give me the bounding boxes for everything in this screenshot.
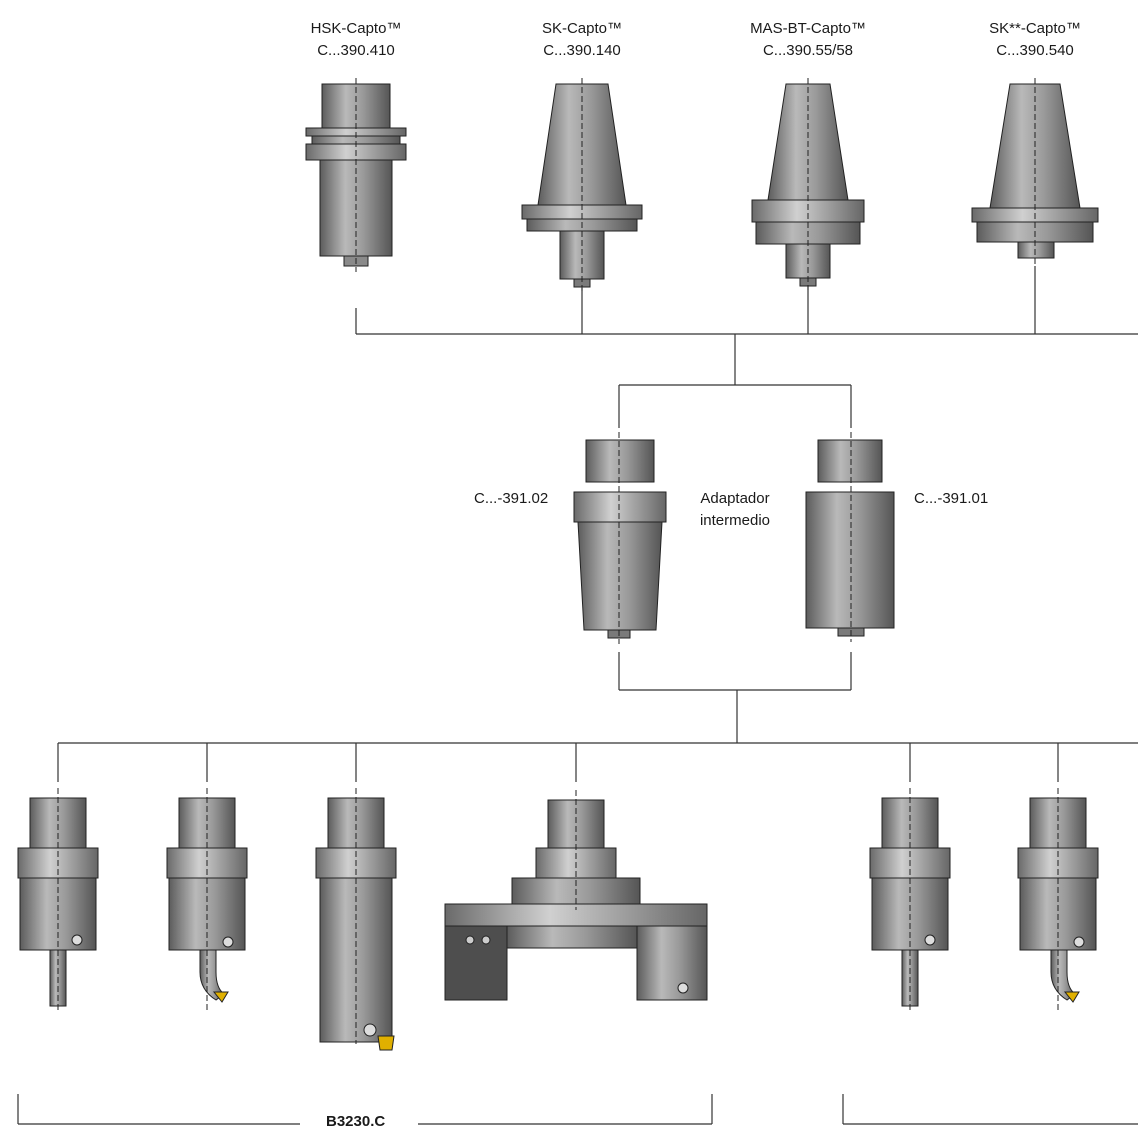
sk-double-star-capto-name: SK**-Capto™	[989, 20, 1081, 37]
mas-bt-capto-label: MAS-BT-Capto™ C...390.55/58	[733, 18, 883, 62]
boring-bar-holder-2-drawing	[166, 788, 248, 1010]
mas-bt-capto-adapter-drawing	[751, 78, 865, 290]
sk-double-star-capto-label: SK**-Capto™ C...390.540	[968, 18, 1102, 62]
connector-lines	[17, 266, 1138, 1125]
group-label-left: B3230.C	[318, 1113, 394, 1130]
sk-capto-name: SK-Capto™	[541, 20, 623, 37]
hsk-capto-label: HSK-Capto™ C...390.410	[291, 18, 421, 62]
mas-bt-capto-name: MAS-BT-Capto™	[750, 20, 866, 37]
mas-bt-capto-code: C...390.55/58	[762, 42, 854, 59]
hsk-capto-name: HSK-Capto™	[310, 20, 402, 37]
intermediate-adapter-391-01-drawing	[805, 432, 895, 642]
intermediate-label-line1: Adaptador	[700, 490, 770, 507]
boring-bar-holder-4-drawing	[1017, 788, 1099, 1010]
boring-bar-holder-3-drawing	[869, 788, 951, 1012]
boring-bar-holder-1-drawing	[17, 788, 99, 1012]
sk-capto-label: SK-Capto™ C...390.140	[517, 18, 647, 62]
sk-capto-adapter-drawing	[521, 78, 643, 292]
intermediate-label-line2: intermedio	[699, 512, 771, 529]
hsk-capto-code: C...390.410	[317, 42, 395, 59]
large-diameter-boring-head-drawing	[444, 790, 708, 1001]
intermediate-adapter-391-02-drawing	[573, 432, 667, 644]
hsk-capto-adapter-drawing	[305, 78, 407, 272]
intermediate-right-code: C...-391.01	[914, 490, 989, 507]
sk-double-star-capto-adapter-drawing	[971, 78, 1099, 264]
long-boring-holder-drawing	[315, 788, 397, 1051]
sk-capto-code: C...390.140	[543, 42, 621, 59]
intermediate-left-code: C...-391.02	[474, 490, 549, 507]
intermediate-adapter-label: Adaptador intermedio	[680, 488, 790, 532]
sk-double-star-capto-code: C...390.540	[996, 42, 1074, 59]
